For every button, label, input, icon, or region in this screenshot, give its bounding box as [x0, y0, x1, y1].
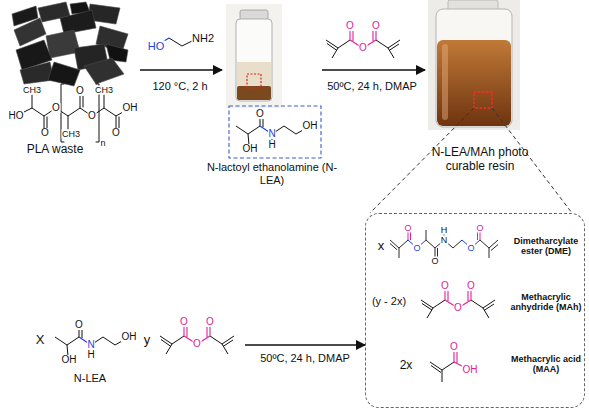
- compound-label: N-LEA: [60, 372, 120, 385]
- vial-photo: [428, 0, 520, 130]
- compound-label: N-LEA/MAh photo curable resin: [423, 146, 538, 174]
- coefficient: X: [32, 333, 48, 348]
- coefficient: x: [371, 239, 391, 254]
- atom-label: O: [372, 21, 381, 31]
- glass-highlight: [442, 44, 448, 120]
- coefficient: 2x: [394, 359, 418, 373]
- atom-label: O: [346, 21, 355, 31]
- zoom-marker: [474, 92, 492, 108]
- atom-label: O: [431, 257, 439, 266]
- atom-label: O: [454, 303, 463, 313]
- atom-label: HO: [147, 41, 165, 52]
- atom-label: O: [180, 317, 189, 327]
- product-box: x Dimetharcylate ester (DME) (y - 2x) Metha…: [365, 213, 585, 408]
- pla-piece: [20, 62, 54, 84]
- photo-background: [226, 4, 282, 108]
- atom-label: O: [88, 111, 97, 121]
- atom-label: O: [256, 109, 265, 119]
- compound-group: N-lactoyl ethanolamine (N-LEA): [222, 6, 322, 190]
- vial-liquid: [237, 62, 271, 100]
- atom-label: O: [450, 342, 459, 352]
- product-name: Dimetharcylate ester (DME): [506, 236, 586, 257]
- reaction-conditions: 120 °C, 2 h: [122, 80, 238, 93]
- atom-label: N: [268, 129, 276, 139]
- product-name: Methacrylic anhydride (MAh): [506, 292, 586, 313]
- bond-lines: [326, 40, 400, 58]
- atom-label: OH: [61, 355, 77, 365]
- atom-label: CH3: [22, 86, 41, 95]
- atom-label: O: [359, 43, 368, 53]
- atom-label: O: [476, 224, 484, 233]
- atom-label: O: [193, 339, 202, 349]
- atom-label: O: [413, 244, 421, 253]
- reaction-conditions: 50ºC, 24 h, DMAP: [314, 80, 430, 93]
- compound-label: PLA waste: [5, 143, 105, 157]
- vial-photo: [226, 4, 282, 108]
- atom-label: OH: [302, 121, 318, 131]
- atom-label: HO: [8, 111, 24, 121]
- compound-label: N-lactoyl ethanolamine (N-LEA): [206, 161, 338, 186]
- reaction-arrow: [245, 344, 365, 346]
- atom-label: O: [206, 317, 215, 327]
- reaction-arrow: [140, 69, 222, 71]
- atom-label: O: [404, 224, 412, 233]
- atom-label: O: [467, 244, 475, 253]
- coefficient: (y - 2x): [367, 295, 411, 308]
- atom-label: CH3: [61, 130, 80, 139]
- atom-label: O: [76, 86, 85, 96]
- atom-label: OH: [242, 144, 258, 154]
- vial-body: [236, 19, 272, 101]
- atom-label: H: [268, 140, 276, 150]
- atom-label: H: [440, 226, 448, 235]
- pla-piece: [48, 62, 80, 86]
- bond-lines: [390, 230, 498, 261]
- atom-label: O: [75, 320, 84, 330]
- vial-body: [436, 9, 512, 127]
- pla-structure: [16, 84, 130, 142]
- atom-label: OH: [122, 103, 138, 113]
- reaction-arrow: [322, 69, 425, 71]
- bond-lines: [430, 362, 454, 382]
- atom-label: NH2: [191, 33, 214, 44]
- atom-label: O: [41, 128, 50, 138]
- structure-frame: [229, 106, 321, 158]
- atom-label: OH: [121, 332, 137, 342]
- atom-label: O: [112, 128, 121, 138]
- product-name: Methacrylic acid (MAA): [506, 354, 586, 375]
- pla-pieces: [12, 2, 128, 86]
- photo-background: [428, 0, 520, 130]
- atom-label: CH3: [94, 86, 113, 95]
- coefficient: y: [139, 333, 155, 348]
- bond-lines: [421, 300, 495, 318]
- pla-piece: [60, 10, 96, 34]
- bond-lines: [160, 336, 234, 354]
- pla-piece: [84, 58, 124, 84]
- atom-label: O: [441, 281, 450, 291]
- atom-label: H: [87, 350, 95, 360]
- atom-label: N: [87, 340, 95, 350]
- atom-label: O: [52, 103, 61, 113]
- reaction-conditions: 50ºC, 24 h, DMAP: [247, 352, 363, 365]
- atom-label: OH: [462, 365, 478, 375]
- atom-label: O: [467, 281, 476, 291]
- bond-lines: [16, 94, 130, 130]
- atom-label: n: [100, 139, 106, 148]
- repeat-bracket: [61, 84, 99, 142]
- compound-group: N-LEA/MAh photo curable resin: [425, 0, 520, 130]
- vial-liquid: [437, 40, 511, 126]
- atom-label: N: [440, 236, 448, 245]
- zoom-marker: [247, 74, 261, 88]
